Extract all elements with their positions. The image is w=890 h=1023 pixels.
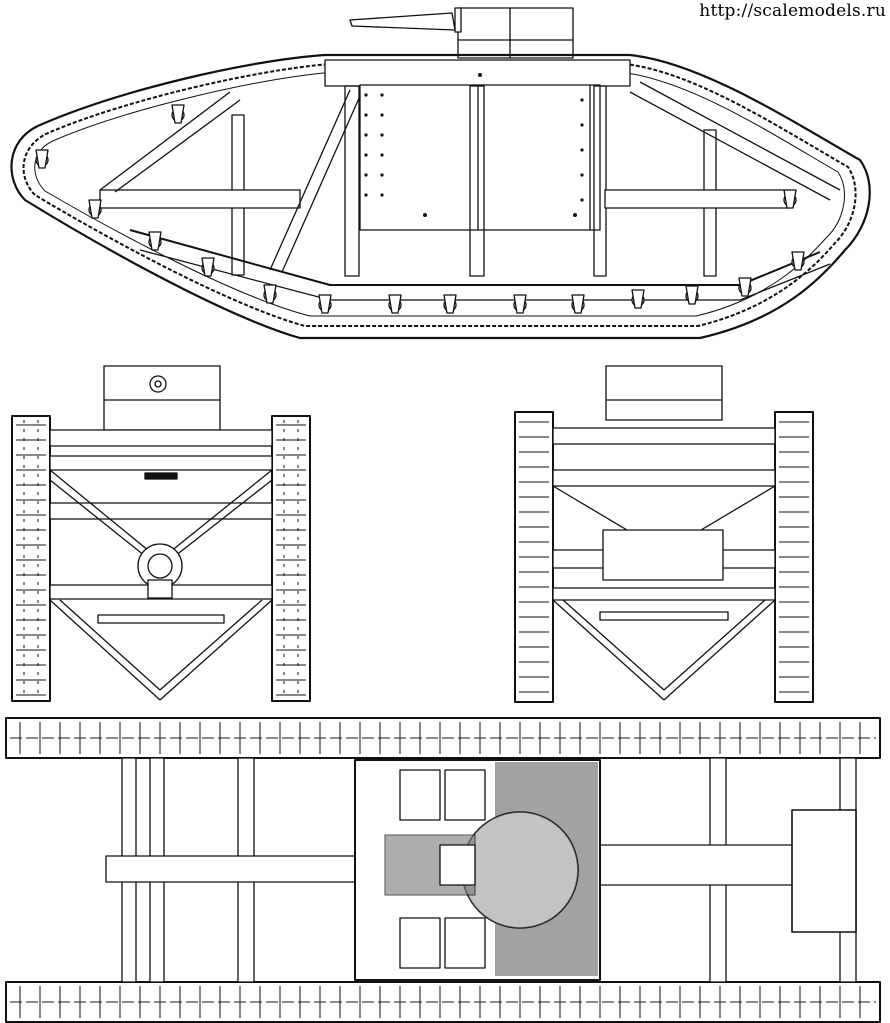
top-rear-box	[791, 809, 857, 933]
hull	[99, 59, 841, 301]
front-left-track	[11, 415, 51, 702]
front-drive-housing	[137, 543, 183, 599]
suspension-bogies	[35, 104, 805, 314]
side-view	[10, 7, 871, 340]
rear-turret	[605, 365, 723, 421]
gun-barrel	[349, 12, 456, 31]
top-track-links	[10, 722, 876, 1018]
front-right-track	[271, 415, 311, 702]
top-view	[5, 717, 881, 1023]
side-track-inner	[22, 63, 857, 327]
top-upper-track	[5, 717, 881, 759]
turret	[349, 7, 574, 59]
front-turret	[103, 365, 221, 431]
rear-view	[514, 365, 814, 703]
watermark-url: http://scalemodels.ru	[693, 0, 890, 23]
rear-track-links	[519, 421, 809, 693]
rear-box	[602, 529, 724, 581]
front-view	[11, 365, 311, 702]
hull-rivets	[364, 73, 584, 217]
top-lower-track	[5, 981, 881, 1023]
engine-compartment	[354, 759, 601, 981]
front-track-links	[16, 420, 306, 698]
side-track-outer	[10, 53, 871, 340]
